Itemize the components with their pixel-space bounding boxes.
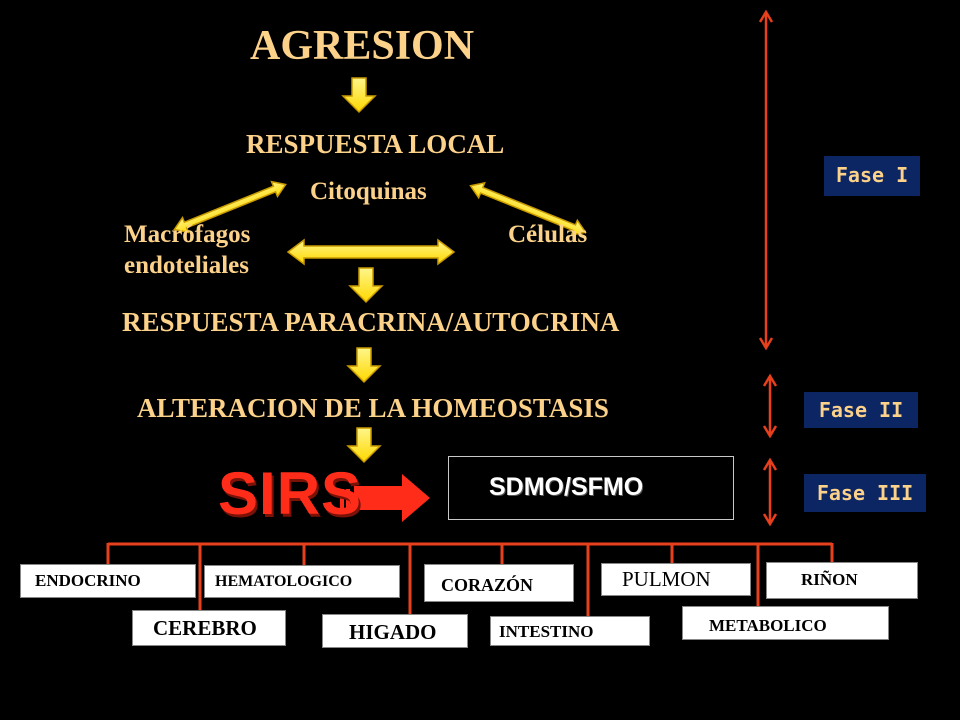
fase-1-label: Fase I	[824, 156, 920, 196]
organ-intestino: INTESTINO	[490, 616, 650, 646]
sirs-label: SIRS	[218, 460, 363, 527]
celulas-label: Células	[508, 221, 588, 248]
homeostasis-label: ALTERACION DE LA HOMEOSTASIS	[137, 393, 609, 423]
citoquinas-label: Citoquinas	[310, 178, 427, 205]
organ-corazon: CORAZÓN	[424, 564, 574, 602]
organ-hematologico: HEMATOLOGICO	[204, 565, 400, 598]
sdmo-box: SDMO/SFMO	[448, 456, 734, 520]
phase-arrow-1	[758, 9, 774, 351]
double-arrow-horizontal	[286, 238, 456, 266]
sirs-to-sdmo-arrow	[340, 474, 430, 522]
double-arrow-left-diagonal	[173, 180, 287, 234]
organ-higado: HIGADO	[322, 614, 468, 648]
organ-tree-lines	[106, 542, 834, 618]
down-arrow-3	[346, 347, 382, 384]
down-arrow-1	[341, 77, 377, 114]
paracrina-label: RESPUESTA PARACRINA/AUTOCRINA	[122, 307, 620, 337]
respuesta-local-label: RESPUESTA LOCAL	[246, 129, 505, 159]
down-arrow-4	[346, 427, 382, 464]
down-arrow-2	[348, 267, 384, 304]
organ-rinon: RIÑON	[766, 562, 918, 599]
sdmo-label: SDMO/SFMO	[489, 473, 644, 501]
macrofagos-label: Macrófagos	[124, 221, 251, 248]
endoteliales-label: endoteliales	[124, 252, 249, 279]
organ-metabolico: METABOLICO	[682, 606, 889, 640]
fase-3-label: Fase III	[804, 474, 926, 512]
organ-endocrino: ENDOCRINO	[20, 564, 196, 598]
double-arrow-right-diagonal	[469, 181, 587, 237]
fase-2-label: Fase II	[804, 392, 918, 428]
organ-cerebro: CEREBRO	[132, 610, 286, 646]
phase-arrow-3	[762, 457, 778, 527]
agresion-title: AGRESION	[250, 23, 475, 69]
organ-pulmon: PULMON	[601, 563, 751, 596]
phase-arrow-2	[762, 373, 778, 439]
